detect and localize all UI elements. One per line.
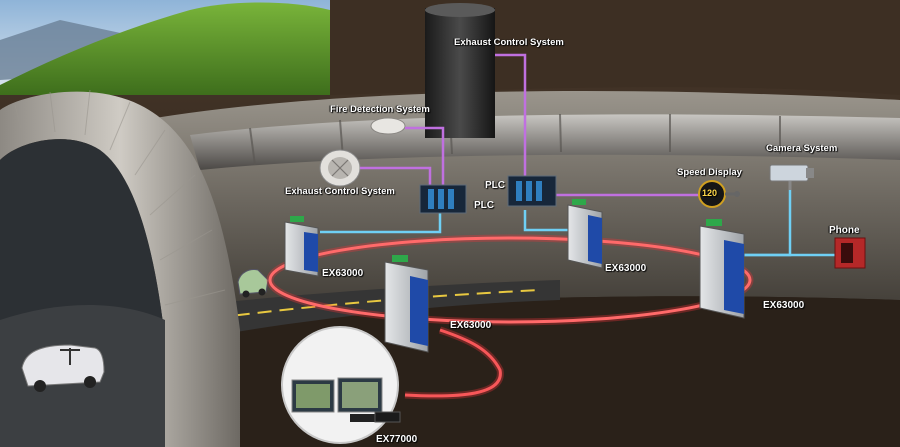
exhaust-chimney [425,8,495,138]
speed-display [698,180,740,208]
earth-surface [330,0,900,95]
label-switch-4: EX63000 [763,300,805,311]
tunnel-arch [0,91,240,447]
data-links [320,188,835,257]
switch-ex63000-4 [699,219,745,319]
label-exhaust-control-top: Exhaust Control System [454,37,564,48]
control-links [360,53,705,197]
label-speed-display: Speed Display [677,167,742,178]
fire-detector [370,117,406,135]
label-switch-3: EX63000 [605,263,647,274]
label-fire-detection: Fire Detection System [330,104,430,115]
label-phone: Phone [829,225,860,236]
link-to-ex77000 [404,328,502,398]
switch-ex63000-2 [384,255,429,353]
chimney-top [425,3,495,17]
label-ex77000: EX77000 [376,434,418,445]
car-white [21,344,105,392]
phone [834,237,866,269]
ventilation-duct [190,114,900,170]
label-switch-2: EX63000 [450,320,492,331]
label-camera-system: Camera System [766,143,838,154]
red-ring-network [268,236,752,324]
plc-left [419,184,467,214]
label-plc-left: PLC [474,200,494,211]
label-switch-1: EX63000 [322,268,364,279]
car-green [237,269,269,298]
grass-hill [0,2,330,95]
speed-value: 120 [702,188,718,198]
label-exhaust-control-left: Exhaust Control System [285,186,395,197]
monitoring-station [281,326,401,444]
camera [769,164,814,190]
switch-ex63000-1 [284,216,319,277]
plc-right [507,175,557,207]
label-plc-right: PLC [485,180,505,191]
switch-ex63000-3 [567,199,603,269]
